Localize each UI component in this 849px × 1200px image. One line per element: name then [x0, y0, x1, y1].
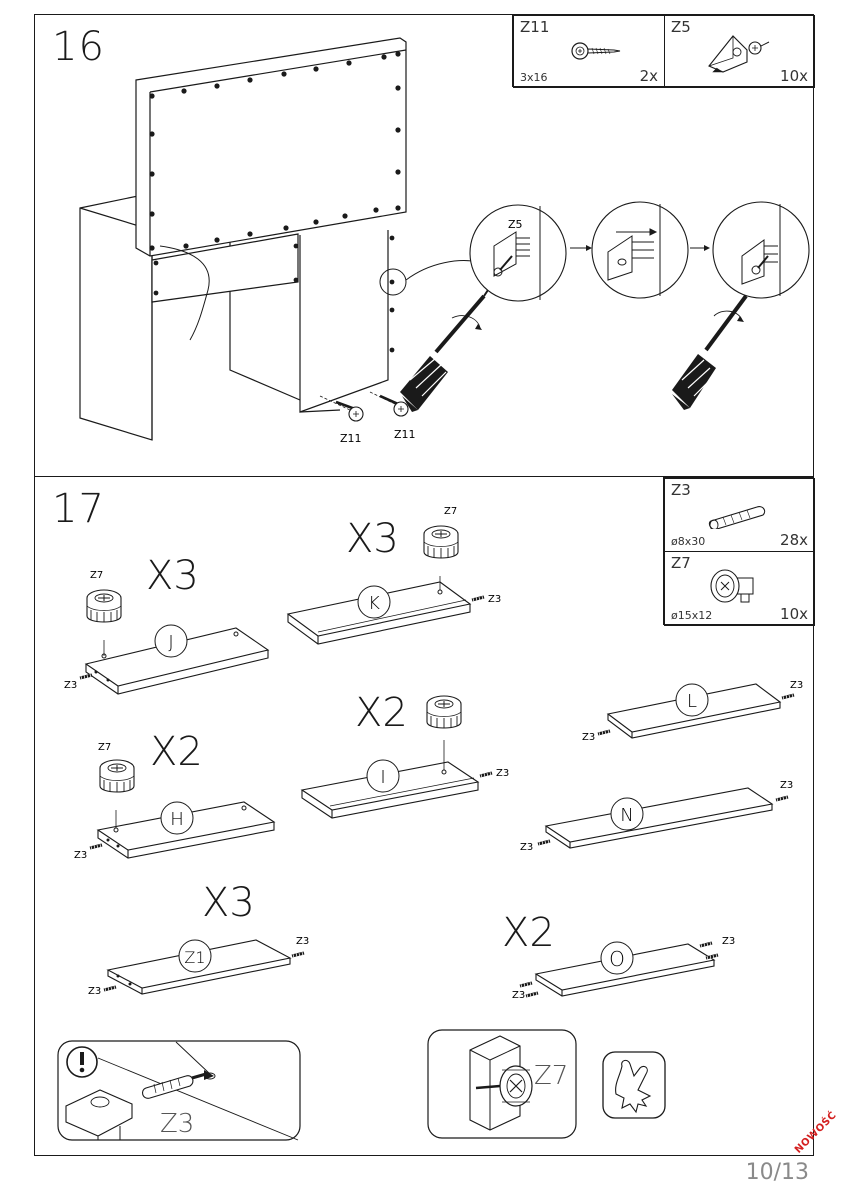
panel-letter: O	[609, 947, 625, 971]
highlight-circle	[379, 268, 407, 296]
dowel-icon	[708, 506, 766, 529]
corner-bracket-icon	[708, 35, 770, 73]
glove-hand-icon	[602, 1051, 666, 1119]
panel-l: L Z3 Z3	[582, 680, 803, 743]
cam-lock-icon	[710, 569, 754, 603]
step-17-parts-box: Z3 ø8x30 28x Z7 ø15x12 10x	[663, 477, 815, 626]
dowel-label: Z3	[64, 680, 77, 691]
part-cell-z11: Z11 3x16 2x	[513, 15, 665, 88]
panel-h: H Z7 Z3	[74, 742, 276, 861]
screw-label: Z11	[394, 428, 416, 441]
panel-letter: I	[380, 767, 385, 788]
step-16-parts-box: Z11 3x16 2x Z5 10x	[512, 14, 815, 88]
part-code: Z11	[520, 18, 550, 36]
dowel-label: Z3	[512, 990, 525, 1001]
panel-o: O Z3 Z3	[512, 936, 735, 1001]
panel-n: N Z3 Z3	[520, 780, 793, 853]
multiplier-h: X2	[150, 729, 203, 775]
cable	[159, 245, 210, 341]
wood-screw-icon	[571, 42, 621, 60]
panel-i: I Z3	[300, 695, 509, 819]
cam-label: Z7	[90, 570, 103, 581]
exclamation-warning-icon	[66, 1046, 98, 1078]
part-size: 3x16	[520, 71, 548, 84]
detail-circle-1	[469, 204, 567, 302]
panel-letter: K	[368, 593, 380, 614]
step-17-number: 17	[52, 486, 105, 532]
cam-label: Z7	[444, 506, 457, 517]
part-cell-z7: Z7 ø15x12 10x	[664, 551, 815, 626]
dowel-label: Z3	[790, 680, 803, 691]
mirror-bolts	[149, 51, 401, 353]
panel-z1: Z1 Z3 Z3	[88, 936, 309, 997]
multiplier-z1: X3	[202, 880, 255, 926]
bottom-screws	[319, 391, 409, 422]
part-size: ø8x30	[671, 535, 706, 548]
dowel-label: Z3	[74, 850, 87, 861]
part-qty: 10x	[780, 67, 808, 85]
multiplier-i: X2	[355, 690, 408, 736]
dowel-label: Z3	[780, 780, 793, 791]
panel-letter: N	[620, 805, 633, 826]
detail-1-content	[493, 206, 541, 300]
dowel-label: Z3	[496, 768, 509, 779]
part-cell-z5: Z5 10x	[664, 15, 815, 88]
panel-letter: J	[168, 632, 173, 653]
step-divider	[34, 476, 814, 477]
multiplier-o: X2	[502, 910, 555, 956]
part-qty: 10x	[780, 605, 808, 623]
dowel-label: Z3	[488, 594, 501, 605]
tip-label: Z7	[534, 1061, 568, 1091]
detail-2-content	[607, 204, 661, 296]
step-16-illustration: Z11 Z11 Z5	[79, 37, 810, 445]
panel-j: J Z7 Z3	[64, 570, 270, 695]
tip-box-cam: Z7	[427, 1029, 577, 1139]
part-code: Z3	[671, 481, 691, 499]
detail-label: Z5	[508, 218, 523, 231]
screw-label: Z11	[340, 432, 362, 445]
part-qty: 28x	[780, 531, 808, 549]
page-number: 10/13	[745, 1160, 809, 1185]
detail-3-content	[741, 204, 781, 296]
part-code: Z5	[671, 18, 691, 36]
part-code: Z7	[671, 554, 691, 572]
panel-letter: Z1	[184, 948, 205, 967]
screwdriver-icon	[400, 289, 489, 412]
step-16-number: 16	[52, 24, 105, 70]
panel-letter: H	[170, 809, 184, 830]
cam-label: Z7	[98, 742, 111, 753]
dowel-label: Z3	[296, 936, 309, 947]
dowel-label: Z3	[722, 936, 735, 947]
screwdriver-icon	[672, 294, 748, 410]
dowel-label: Z3	[520, 842, 533, 853]
panel-k: K Z7 Z3	[286, 506, 501, 645]
panel-letter: L	[687, 691, 697, 712]
dowel-label: Z3	[88, 986, 101, 997]
part-qty: 2x	[639, 67, 658, 85]
multiplier-k: X3	[346, 516, 399, 562]
mirror-panel	[135, 37, 407, 303]
multiplier-j: X3	[146, 553, 199, 599]
tip-box-dowel: Z3	[57, 1040, 301, 1141]
tip-label: Z3	[160, 1109, 194, 1139]
part-size: ø15x12	[671, 609, 713, 622]
dowel-label: Z3	[582, 732, 595, 743]
